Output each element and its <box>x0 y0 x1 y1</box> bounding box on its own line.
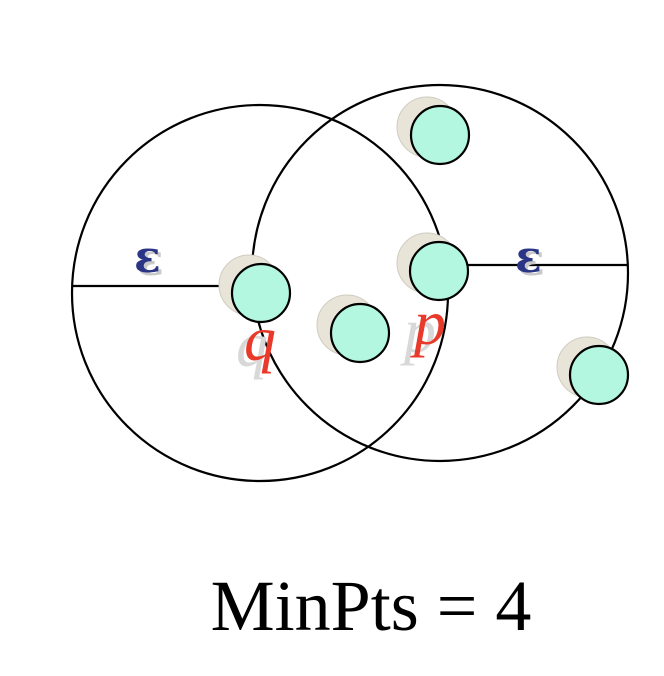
point-p <box>408 240 470 302</box>
label-p-shadow: p <box>400 295 436 366</box>
label-p: p <box>410 287 446 358</box>
label-q-shadow: q <box>236 309 268 380</box>
epsilon-left-shadow: ε <box>137 235 164 286</box>
point-top <box>409 104 471 166</box>
point-middle <box>329 302 391 364</box>
epsilon-right-label: ε <box>515 232 542 283</box>
epsilon-right-shadow: ε <box>518 235 545 286</box>
minpts-caption: MinPts = 4 <box>210 566 532 646</box>
point-right <box>568 344 630 406</box>
epsilon-left-label: ε <box>134 232 161 283</box>
point-q <box>230 262 292 324</box>
label-q: q <box>244 303 276 374</box>
